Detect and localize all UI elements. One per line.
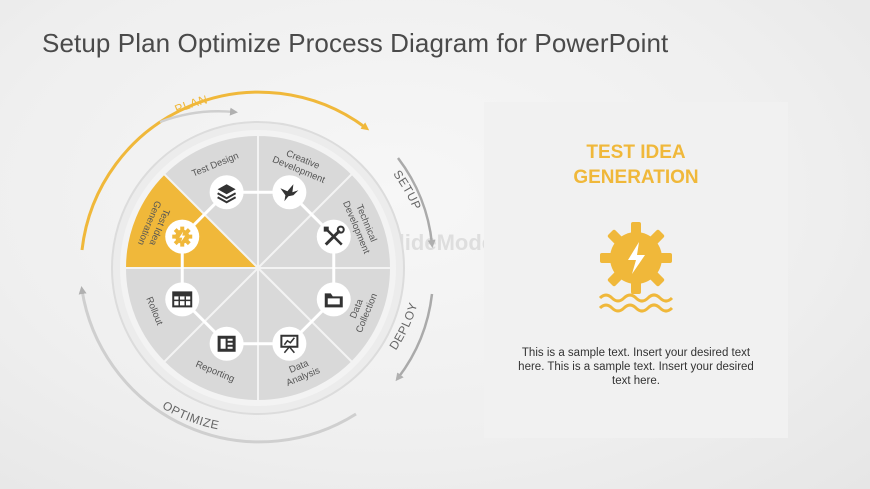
panel-title: TEST IDEA GENERATION bbox=[484, 140, 788, 190]
plan-arrow bbox=[80, 90, 370, 251]
segment-rollout[interactable] bbox=[123, 267, 261, 364]
segment-data-collection[interactable] bbox=[255, 267, 393, 364]
setup-arrow bbox=[397, 157, 436, 248]
segment-reporting[interactable] bbox=[162, 265, 259, 403]
segment-data-analysis[interactable] bbox=[257, 265, 354, 403]
segments bbox=[123, 133, 393, 403]
tools-icon bbox=[323, 225, 345, 246]
segment-test-design[interactable] bbox=[162, 133, 259, 271]
segment-node[interactable] bbox=[165, 282, 200, 317]
gear-bolt-icon bbox=[172, 226, 193, 247]
bird-icon bbox=[280, 184, 299, 202]
table-icon bbox=[172, 291, 193, 308]
detail-panel: TEST IDEA GENERATION This is a sample te… bbox=[484, 102, 788, 438]
segment-nodes bbox=[165, 175, 351, 361]
optimize-arrow bbox=[78, 286, 357, 444]
folder-icon bbox=[324, 293, 343, 308]
panel-title-line1: TEST IDEA bbox=[586, 142, 686, 163]
segment-technical-development[interactable] bbox=[255, 172, 393, 269]
setup-label: SETUP bbox=[390, 167, 424, 212]
book-icon bbox=[217, 335, 236, 352]
segment-node[interactable] bbox=[272, 326, 307, 361]
segment-test-idea-generation[interactable] bbox=[123, 172, 261, 269]
plan-inner-arrow bbox=[159, 107, 238, 124]
presentation-icon bbox=[280, 334, 299, 354]
panel-title-line2: GENERATION bbox=[573, 167, 699, 188]
layers-icon bbox=[217, 184, 237, 204]
page-title: Setup Plan Optimize Process Diagram for … bbox=[42, 28, 669, 58]
deploy-arrow bbox=[395, 293, 434, 382]
panel-body-text: This is a sample text. Insert your desir… bbox=[518, 347, 754, 387]
gear-bolt-waves-icon bbox=[598, 222, 674, 313]
segment-creative-development[interactable] bbox=[257, 133, 354, 271]
